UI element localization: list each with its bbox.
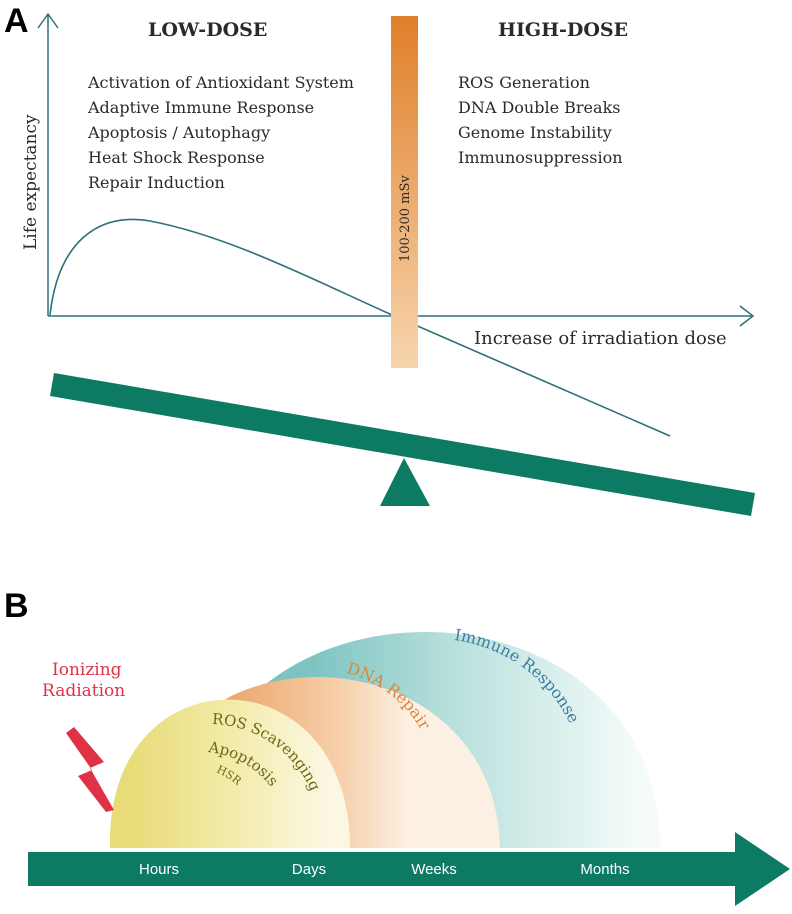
ros-scavenging-arc [109, 699, 350, 848]
high-dose-item: Genome Instability [458, 123, 612, 142]
seesaw-plank [50, 373, 755, 516]
high-dose-list: ROS Generation DNA Double Breaks Genome … [458, 73, 623, 167]
low-dose-item: Adaptive Immune Response [87, 98, 314, 117]
timeline-labels: Hours Days Weeks Months [139, 861, 630, 878]
low-dose-list: Activation of Antioxidant System Adaptiv… [87, 73, 354, 192]
low-dose-item: Heat Shock Response [88, 148, 265, 167]
lightning-bolt-icon [66, 727, 114, 812]
high-dose-item: ROS Generation [458, 73, 590, 92]
low-dose-item: Activation of Antioxidant System [87, 73, 354, 92]
y-axis-arrowhead [37, 12, 59, 29]
timeline-label: Days [292, 861, 326, 878]
threshold-bar [391, 16, 418, 368]
low-dose-item: Repair Induction [88, 173, 225, 192]
x-axis-arrowhead [739, 305, 755, 327]
radiation-label: Radiation [42, 681, 125, 701]
high-dose-title: HIGH-DOSE [498, 19, 628, 41]
ionizing-label: Ionizing [52, 660, 122, 680]
low-dose-item: Apoptosis / Autophagy [87, 123, 270, 142]
seesaw-fulcrum [380, 458, 430, 506]
timeline-arrow [28, 832, 790, 906]
x-axis-label: Increase of irradiation dose [474, 328, 727, 349]
timeline-label: Months [580, 861, 629, 878]
threshold-label: 100-200 mSv [398, 175, 413, 262]
life-expectancy-curve [49, 218, 671, 437]
timeline-label: Weeks [411, 861, 457, 878]
panel-a-label: A [4, 2, 29, 40]
low-dose-title: LOW-DOSE [148, 19, 267, 41]
timeline-label: Hours [139, 861, 179, 878]
y-axis-label: Life expectancy [21, 114, 41, 250]
high-dose-item: Immunosuppression [458, 148, 623, 167]
panel-b-label: B [4, 587, 29, 625]
high-dose-item: DNA Double Breaks [458, 98, 620, 117]
